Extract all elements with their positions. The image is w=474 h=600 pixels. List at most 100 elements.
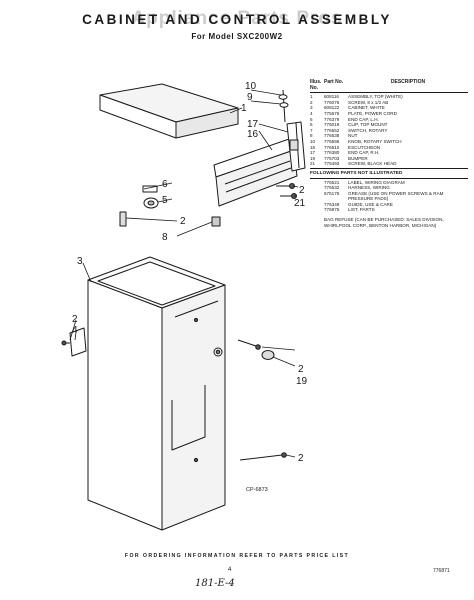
row-desc: END CAP, R.H. xyxy=(348,150,380,156)
header-part: Part No. xyxy=(324,79,344,85)
row-part: 776379 xyxy=(324,116,340,122)
callout-17: 17 xyxy=(247,119,259,130)
table-row: 1 608116 ASSEMBLY, TOP (WHITE) xyxy=(310,94,468,100)
row-desc: END CAP, L.H. xyxy=(348,116,379,122)
row-illus: 10 xyxy=(310,138,316,144)
table-row: 7 776552 SWITCH, ROTARY xyxy=(310,128,468,134)
watermark: Appliance Parts Pros xyxy=(131,8,343,29)
row-desc: SCREW, 8 x 1/2 AB xyxy=(348,99,389,105)
row-illus: 16 xyxy=(310,144,316,150)
row-part: 776380 xyxy=(324,150,340,156)
row-illus: 3 xyxy=(310,105,313,111)
row-desc: BUMPER xyxy=(348,155,368,161)
not-illustrated-heading: FOLLOWING PARTS NOT ILLUSTRATED xyxy=(310,170,403,176)
cabinet-screws xyxy=(237,339,287,461)
row-desc: GREASE (USE ON POWER SCREWS & RAM PRESSU… xyxy=(348,190,444,202)
table-row: 776532 HARNESS, WIRING xyxy=(310,185,468,191)
callout-2a: 2 xyxy=(180,216,186,227)
page-title: CABINET AND CONTROL ASSEMBLY xyxy=(82,12,392,27)
callout-10: 10 xyxy=(245,81,257,92)
table-row: 10 776596 KNOB, ROTARY SWITCH xyxy=(310,139,468,145)
row-desc: SCREW, BLACK HEAD xyxy=(348,161,397,167)
row-desc: SWITCH, ROTARY xyxy=(348,127,388,133)
callout-6: 6 xyxy=(162,179,168,190)
section-rule-2 xyxy=(310,177,468,179)
row-desc: HARNESS, WIRING xyxy=(348,185,390,191)
table-row: 5 776379 END CAP, L.H. xyxy=(310,117,468,123)
callout-2b: 2 xyxy=(299,185,305,196)
table-row: 4 775676 PLATE, POWER CORD xyxy=(310,111,468,117)
callout-21: 21 xyxy=(294,198,306,209)
callout-4: 4 xyxy=(72,325,78,336)
parts-table: Illus. No. Part No. DESCRIPTION 1 608116 A… xyxy=(310,79,468,228)
row-part: 776538 xyxy=(324,133,340,139)
callout-19: 19 xyxy=(296,376,308,387)
row-part: 776521 xyxy=(324,179,340,185)
row-desc: NUT xyxy=(348,133,358,139)
callout-8: 8 xyxy=(162,232,168,243)
page-subtitle: For Model SXC200W2 xyxy=(191,32,283,41)
row-part: 776875 xyxy=(324,207,340,213)
drawing-number: 776871 xyxy=(433,568,450,574)
end-cap-right xyxy=(286,121,306,172)
header-illus: Illus. No. xyxy=(310,79,322,91)
row-illus: 6 xyxy=(310,122,313,128)
row-desc: KNOB, ROTARY SWITCH xyxy=(348,138,402,144)
row-part: 776510 xyxy=(324,144,340,150)
row-desc: ESCUTCHEON xyxy=(348,144,381,150)
table-row: 2 776076 SCREW, 8 x 1/2 AB xyxy=(310,100,468,106)
table-row: 21 776493 SCREW, BLACK HEAD xyxy=(310,161,468,167)
row-desc: LIST, PARTS xyxy=(348,207,375,213)
panel-screws xyxy=(276,183,297,199)
row-illus: 1 xyxy=(310,94,313,100)
callout-2e: 2 xyxy=(298,453,304,464)
row-illus: 8 xyxy=(310,133,313,139)
row-desc: PLATE, POWER CORD xyxy=(348,110,397,116)
rotary-knob xyxy=(278,89,289,123)
handwritten-note: 181-E-4 xyxy=(195,578,235,589)
table-row: 6 776019 CLIP, TOP MOUNT xyxy=(310,122,468,128)
parts-table-header: Illus. No. Part No. DESCRIPTION xyxy=(310,79,468,91)
top-assembly xyxy=(99,83,239,139)
row-illus: 7 xyxy=(310,127,313,133)
table-row: 17 776380 END CAP, R.H. xyxy=(310,150,468,156)
table-row: 16 776510 ESCUTCHEON xyxy=(310,145,468,151)
row-desc: CLIP, TOP MOUNT xyxy=(348,122,388,128)
row-illus: 2 xyxy=(310,99,313,105)
row-part: 776019 xyxy=(324,122,340,128)
table-row: 776521 LABEL, WIRING DIAGRAM xyxy=(310,180,468,186)
remark-note: BAG REFUSE (CAN BE PURCHASED: SALES DIVI… xyxy=(324,217,444,228)
ordering-footer: FOR ORDERING INFORMATION REFER TO PARTS … xyxy=(124,553,350,559)
row-part: 776349 xyxy=(324,201,340,207)
row-illus: 4 xyxy=(310,110,313,116)
header-description: DESCRIPTION xyxy=(390,79,426,85)
row-illus: 21 xyxy=(310,161,316,167)
table-row: 675176 GREASE (USE ON POWER SCREWS & RAM … xyxy=(310,191,468,202)
row-desc: ASSEMBLY, TOP (WHITE) xyxy=(348,94,403,100)
row-part: 608122 xyxy=(324,105,340,111)
callout-5: 5 xyxy=(162,195,168,206)
row-part: 776552 xyxy=(324,127,340,133)
leader-lines xyxy=(69,89,299,458)
row-part: 776532 xyxy=(324,185,340,191)
row-part: 776493 xyxy=(324,161,340,167)
row-part: 608116 xyxy=(324,94,339,100)
page-number: 4 xyxy=(228,567,232,573)
row-part: 776596 xyxy=(324,138,340,144)
row-illus: 5 xyxy=(310,116,313,122)
not-illustrated-rows: 776521 LABEL, WIRING DIAGRAM 776532 HARNESS… xyxy=(310,180,468,214)
figure-code: CP-6873 xyxy=(246,487,268,493)
callout-9: 9 xyxy=(247,92,253,103)
table-row: 8 776538 NUT xyxy=(310,133,468,139)
table-row: 776875 LIST, PARTS xyxy=(310,207,468,213)
row-illus: 17 xyxy=(310,150,316,156)
row-part: 675176 xyxy=(324,190,340,196)
row-part: 776076 xyxy=(324,99,340,105)
row-part: 775676 xyxy=(324,110,340,116)
row-desc: LABEL, WIRING DIAGRAM xyxy=(348,179,405,185)
callout-2d: 2 xyxy=(298,364,304,375)
